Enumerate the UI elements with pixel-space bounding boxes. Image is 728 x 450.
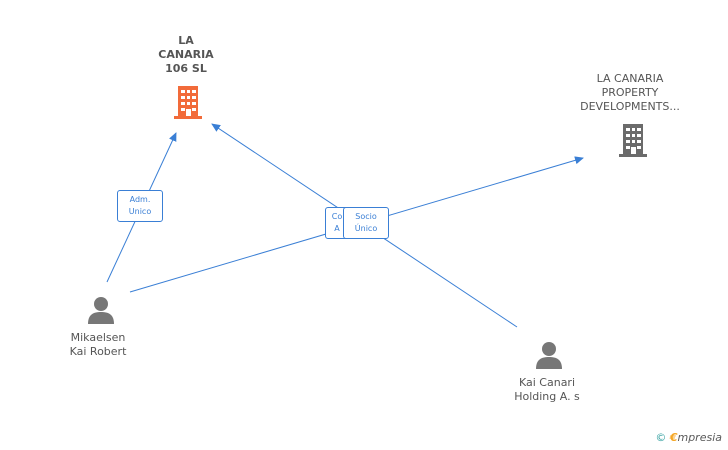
edge-label-socio-unico[interactable]: Socio Único xyxy=(343,207,389,239)
person-icon[interactable] xyxy=(534,340,564,374)
company-name-la-canaria-property[interactable]: LA CANARIA PROPERTY DEVELOPMENTS... xyxy=(580,72,680,113)
company-name-la-canaria-106[interactable]: LA CANARIA 106 SL xyxy=(158,34,214,75)
person-name-kai-canari[interactable]: Kai Canari Holding A. s xyxy=(514,376,580,403)
brand-text: mpresia xyxy=(677,431,722,444)
brand-e: € xyxy=(669,431,678,444)
person-name-mikaelsen[interactable]: Mikaelsen Kai Robert xyxy=(69,331,127,358)
building-icon[interactable] xyxy=(617,122,649,162)
edge-label-adm-unico[interactable]: Adm. Unico xyxy=(117,190,163,222)
copyright-symbol: © xyxy=(655,431,667,444)
empresia-logo: © €mpresia xyxy=(655,431,722,444)
person-icon[interactable] xyxy=(86,295,116,329)
building-icon[interactable] xyxy=(172,84,204,124)
